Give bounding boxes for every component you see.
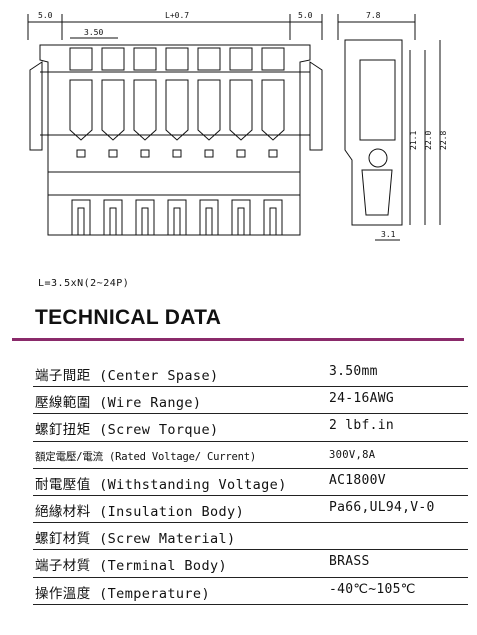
terminal-pole-part <box>261 47 285 71</box>
spec-value: 2 lbf.in <box>329 418 395 434</box>
spec-value: 3.50mm <box>329 364 378 379</box>
spec-row: 端子材質 (Terminal Body) BRASS <box>33 550 468 578</box>
connector-drawing: 5.0 L+0.7 5.0 3.50 7.8 3.1 21.1 22.0 22.… <box>27 11 448 241</box>
dim-side-3: 3.1 <box>381 230 396 239</box>
pitch-formula: L=3.5xN(2~24P) <box>38 278 130 289</box>
terminal-pole-part <box>231 199 251 236</box>
spec-value: 24-16AWG <box>329 391 395 407</box>
terminal-pole-part <box>237 207 245 236</box>
terminal-pole-part <box>101 47 125 71</box>
terminal-pole-part <box>197 79 221 141</box>
terminal-pole-part <box>103 199 123 236</box>
terminal-pole-part <box>269 207 277 236</box>
terminal-pole-part <box>108 149 118 158</box>
terminal-pole-part <box>205 207 213 236</box>
terminal-pole-part <box>199 199 219 236</box>
terminal-pole-part <box>197 47 221 71</box>
spec-value: 300V,8A <box>329 448 376 461</box>
dim-side-2: 22.0 <box>424 131 433 150</box>
spec-label: 耐電壓值 (Withstanding Voltage) <box>35 476 287 493</box>
terminal-pole-part <box>165 79 189 141</box>
terminal-pole-part <box>165 47 189 71</box>
terminal-pole-part <box>167 199 187 236</box>
section-heading: TECHNICAL DATA <box>35 306 222 329</box>
spec-label: 螺釘材質 (Screw Material) <box>35 531 236 548</box>
dim-side-1: 21.1 <box>409 131 418 150</box>
terminal-pole-part <box>69 79 93 141</box>
spec-value: AC1800V <box>329 472 386 488</box>
dim-side-total: 22.8 <box>439 131 448 150</box>
spec-label: 端子間距 (Center Spase) <box>35 368 219 384</box>
terminal-pole-part <box>263 199 283 236</box>
terminal-pole-part <box>141 207 149 236</box>
terminal-pole-part <box>236 149 246 158</box>
spec-row: 螺釘扭矩 (Screw Torque) 2 lbf.in <box>33 414 468 442</box>
spec-row: 螺釘材質 (Screw Material) <box>33 523 468 551</box>
terminal-pole-part <box>229 47 253 71</box>
terminal-pole-part <box>172 149 182 158</box>
spec-row: 耐電壓值 (Withstanding Voltage) AC1800V <box>33 469 468 496</box>
spec-value: Pa66,UL94,V-0 <box>329 499 435 515</box>
spec-row: 端子間距 (Center Spase) 3.50mm <box>33 360 468 388</box>
terminal-pole-part <box>133 79 157 141</box>
dim-right: 5.0 <box>298 11 313 20</box>
spec-label: 螺釘扭矩 (Screw Torque) <box>35 422 219 439</box>
terminal-pole-part <box>69 47 93 71</box>
spec-row: 操作溫度 (Temperature) -40℃~105℃ <box>33 578 468 605</box>
spec-label: 端子材質 (Terminal Body) <box>35 558 228 575</box>
dim-middle: L+0.7 <box>165 11 189 20</box>
spec-label: 額定電壓/電流 (Rated Voltage/ Current) <box>35 450 256 463</box>
spec-table: 端子間距 (Center Spase) 3.50mm 壓線範圍 (Wire Ran… <box>33 360 468 605</box>
spec-value: -40℃~105℃ <box>329 581 416 597</box>
dim-left: 5.0 <box>38 11 53 20</box>
spec-row: 絕緣材料 (Insulation Body) Pa66,UL94,V-0 <box>33 496 468 524</box>
terminal-pole-part <box>140 149 150 158</box>
spec-label: 絕緣材料 (Insulation Body) <box>35 503 245 520</box>
spec-value: BRASS <box>329 554 370 570</box>
terminal-pole-part <box>133 47 157 71</box>
dim-side-width: 7.8 <box>366 11 381 20</box>
terminal-pole-part <box>261 79 285 141</box>
spec-label: 操作溫度 (Temperature) <box>35 585 210 602</box>
terminal-pole-part <box>71 199 91 236</box>
terminal-pole-part <box>204 149 214 158</box>
terminal-pole-part <box>109 207 117 236</box>
terminal-pole-part <box>77 207 85 236</box>
spec-row: 額定電壓/電流 (Rated Voltage/ Current) 300V,8A <box>33 442 468 469</box>
dim-pitch: 3.50 <box>84 28 103 37</box>
terminal-pole-part <box>268 149 278 158</box>
spec-row: 壓線範圍 (Wire Range) 24-16AWG <box>33 387 468 415</box>
heading-rule <box>12 338 464 341</box>
terminal-pole-part <box>173 207 181 236</box>
spec-label: 壓線範圍 (Wire Range) <box>35 395 202 412</box>
terminal-pole-part <box>76 149 86 158</box>
terminal-pole-part <box>101 79 125 141</box>
terminal-pole-part <box>229 79 253 141</box>
terminal-pole-part <box>135 199 155 236</box>
